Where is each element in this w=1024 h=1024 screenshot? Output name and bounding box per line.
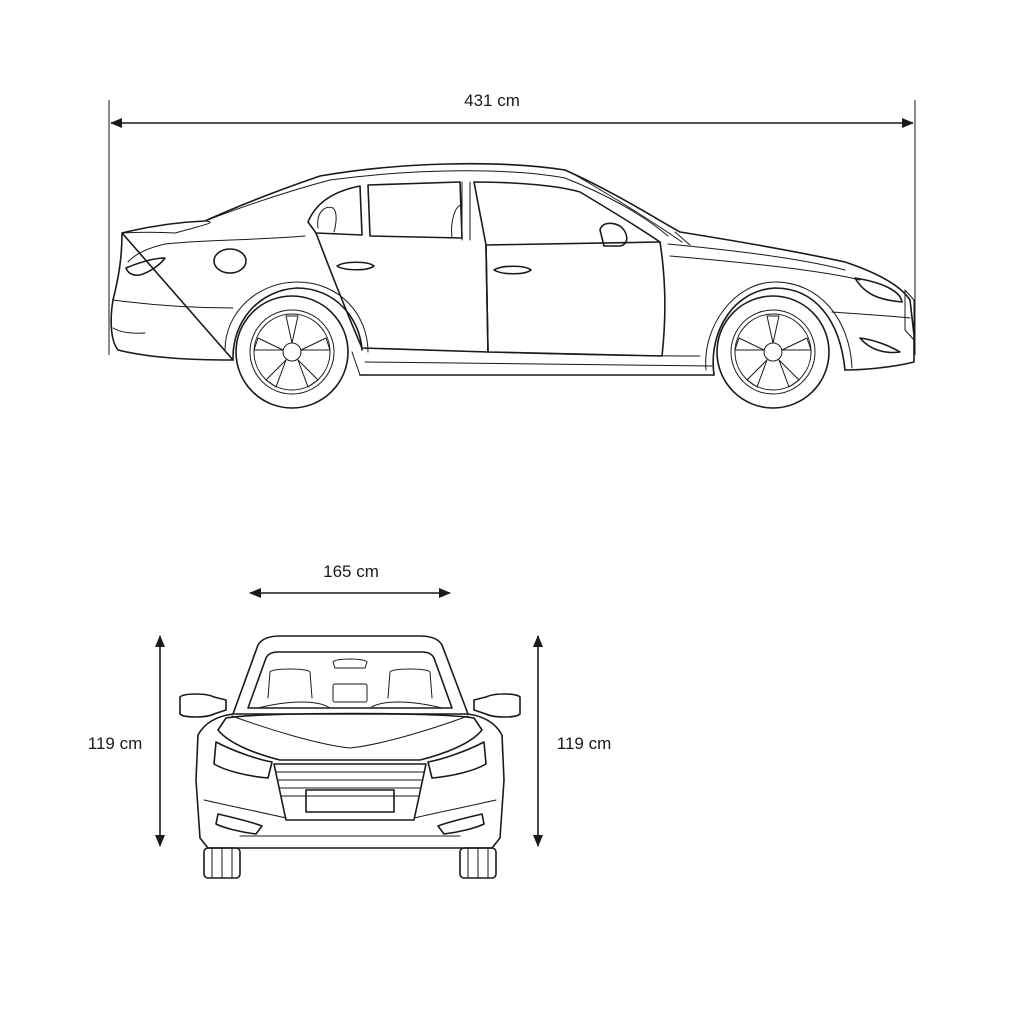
side-fender-crease xyxy=(669,255,861,281)
front-left-foglight xyxy=(215,813,263,835)
height-dimension-left: 119 cm xyxy=(88,635,165,847)
side-front-wheel xyxy=(716,295,830,409)
front-license-plate xyxy=(305,789,395,813)
width-label: 165 cm xyxy=(323,562,379,581)
front-right-dash xyxy=(369,701,443,709)
front-left-steering-wheel xyxy=(257,701,331,709)
side-sill-rear xyxy=(351,351,361,376)
front-right-bumper-line xyxy=(413,799,497,819)
side-rear-bumper-line xyxy=(112,299,234,309)
side-headlight xyxy=(854,277,903,303)
fuel-cap-icon xyxy=(213,248,247,274)
front-right-mirror xyxy=(473,693,521,718)
height-dimension-right: 119 cm xyxy=(533,635,612,847)
front-right-tire xyxy=(459,847,497,879)
height-label-right: 119 cm xyxy=(557,734,612,753)
side-front-wheel-arch xyxy=(712,287,846,376)
side-rear-quarter-window xyxy=(307,185,363,236)
front-right-headrest xyxy=(387,668,433,699)
front-right-headlight xyxy=(427,741,487,779)
side-rear-reflector xyxy=(112,327,146,334)
width-dimension: 165 cm xyxy=(249,562,451,598)
side-a-pillar xyxy=(569,171,683,243)
length-label: 431 cm xyxy=(464,91,520,110)
front-grille-bars xyxy=(275,771,425,797)
front-left-tire xyxy=(203,847,241,879)
front-left-headlight xyxy=(213,741,273,779)
side-front-foglight xyxy=(859,337,901,354)
side-rear-headrest xyxy=(317,206,337,233)
side-sill-lower xyxy=(364,361,713,367)
side-roof-inner xyxy=(204,170,669,237)
side-hood-line xyxy=(667,243,846,271)
side-front-door xyxy=(485,241,666,357)
front-left-bumper-line xyxy=(203,799,287,819)
height-label-left: 119 cm xyxy=(88,734,143,753)
side-body-outline xyxy=(110,162,915,376)
side-taillight xyxy=(125,257,166,277)
side-view-car xyxy=(110,162,915,409)
front-interior-mirror xyxy=(332,658,368,669)
side-front-headrest xyxy=(451,204,463,239)
front-roof-outline xyxy=(232,635,469,715)
length-dimension: 431 cm xyxy=(108,91,916,355)
side-front-door-handle xyxy=(493,265,532,275)
side-rear-wheel-arch xyxy=(232,287,363,361)
side-front-bumper-line xyxy=(831,311,911,319)
front-grille xyxy=(273,763,427,821)
side-wiper xyxy=(674,231,691,246)
side-rear-door-window xyxy=(367,181,463,239)
front-view-car xyxy=(179,635,521,879)
side-shoulder-line xyxy=(127,235,306,263)
side-rear-wheel xyxy=(235,295,349,409)
side-rear-door xyxy=(315,232,489,353)
front-body-outline xyxy=(195,713,505,849)
front-center-console xyxy=(332,683,368,703)
side-rear-arch-outer xyxy=(224,281,369,353)
front-windshield xyxy=(247,651,453,709)
front-hood xyxy=(217,712,483,761)
front-hood-crease xyxy=(231,715,469,749)
front-right-foglight xyxy=(437,813,485,835)
side-mirror xyxy=(599,222,628,247)
side-trunk-lid xyxy=(121,220,211,234)
side-grille-edge xyxy=(904,289,915,341)
side-front-door-window xyxy=(473,181,661,246)
side-front-arch-outer xyxy=(705,281,853,371)
front-left-headrest xyxy=(267,668,313,699)
side-rear-door-handle xyxy=(336,261,375,271)
front-left-mirror xyxy=(179,693,227,718)
